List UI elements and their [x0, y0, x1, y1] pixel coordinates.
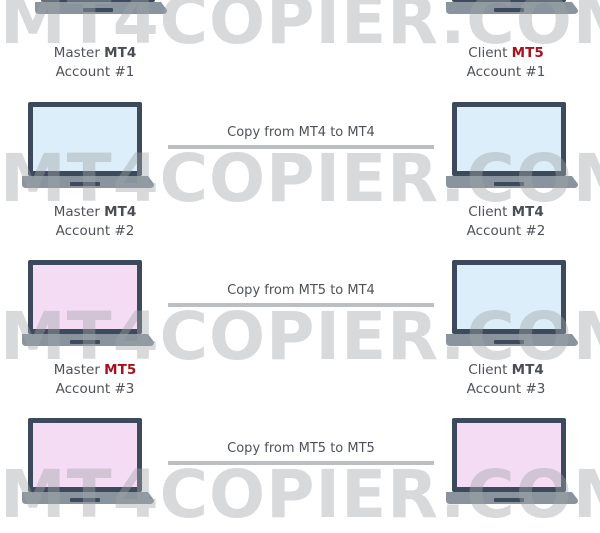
platform-label: MT4: [104, 45, 137, 61]
platform-label: MT4: [511, 362, 544, 378]
platform-label: MT5: [511, 45, 544, 61]
laptop-client-3: [446, 258, 578, 348]
laptop-master-1: [35, 0, 167, 16]
laptop-client-4: [446, 416, 578, 506]
copy-label: Copy from MT5 to MT4: [227, 283, 375, 298]
client-1-label: Client MT5 Account #1: [466, 45, 546, 80]
copy-arrow-4: Copy from MT5 to MT5: [168, 441, 434, 465]
client-2-label: Client MT4 Account #2: [466, 204, 546, 239]
laptop-client-2: [446, 100, 578, 190]
master-1-label: Master MT4 Account #1: [53, 45, 137, 80]
laptop-master-4: [22, 416, 154, 506]
double-line-arrow: [168, 145, 434, 149]
copy-label: Copy from MT5 to MT5: [227, 441, 375, 456]
laptop-master-2: [22, 100, 154, 190]
platform-label: MT5: [104, 362, 137, 378]
laptop-master-3: [22, 258, 154, 348]
double-line-arrow: [168, 303, 434, 307]
copy-arrow-3: Copy from MT5 to MT4: [168, 283, 434, 307]
platform-label: MT4: [511, 204, 544, 220]
copy-label: Copy from MT4 to MT4: [227, 125, 375, 140]
platform-label: MT4: [104, 204, 137, 220]
client-3-label: Client MT4 Account #3: [466, 362, 546, 397]
laptop-client-1: [446, 0, 578, 16]
master-3-label: Master MT5 Account #3: [53, 362, 137, 397]
double-line-arrow: [168, 461, 434, 465]
master-2-label: Master MT4 Account #2: [53, 204, 137, 239]
copy-arrow-2: Copy from MT4 to MT4: [168, 125, 434, 149]
